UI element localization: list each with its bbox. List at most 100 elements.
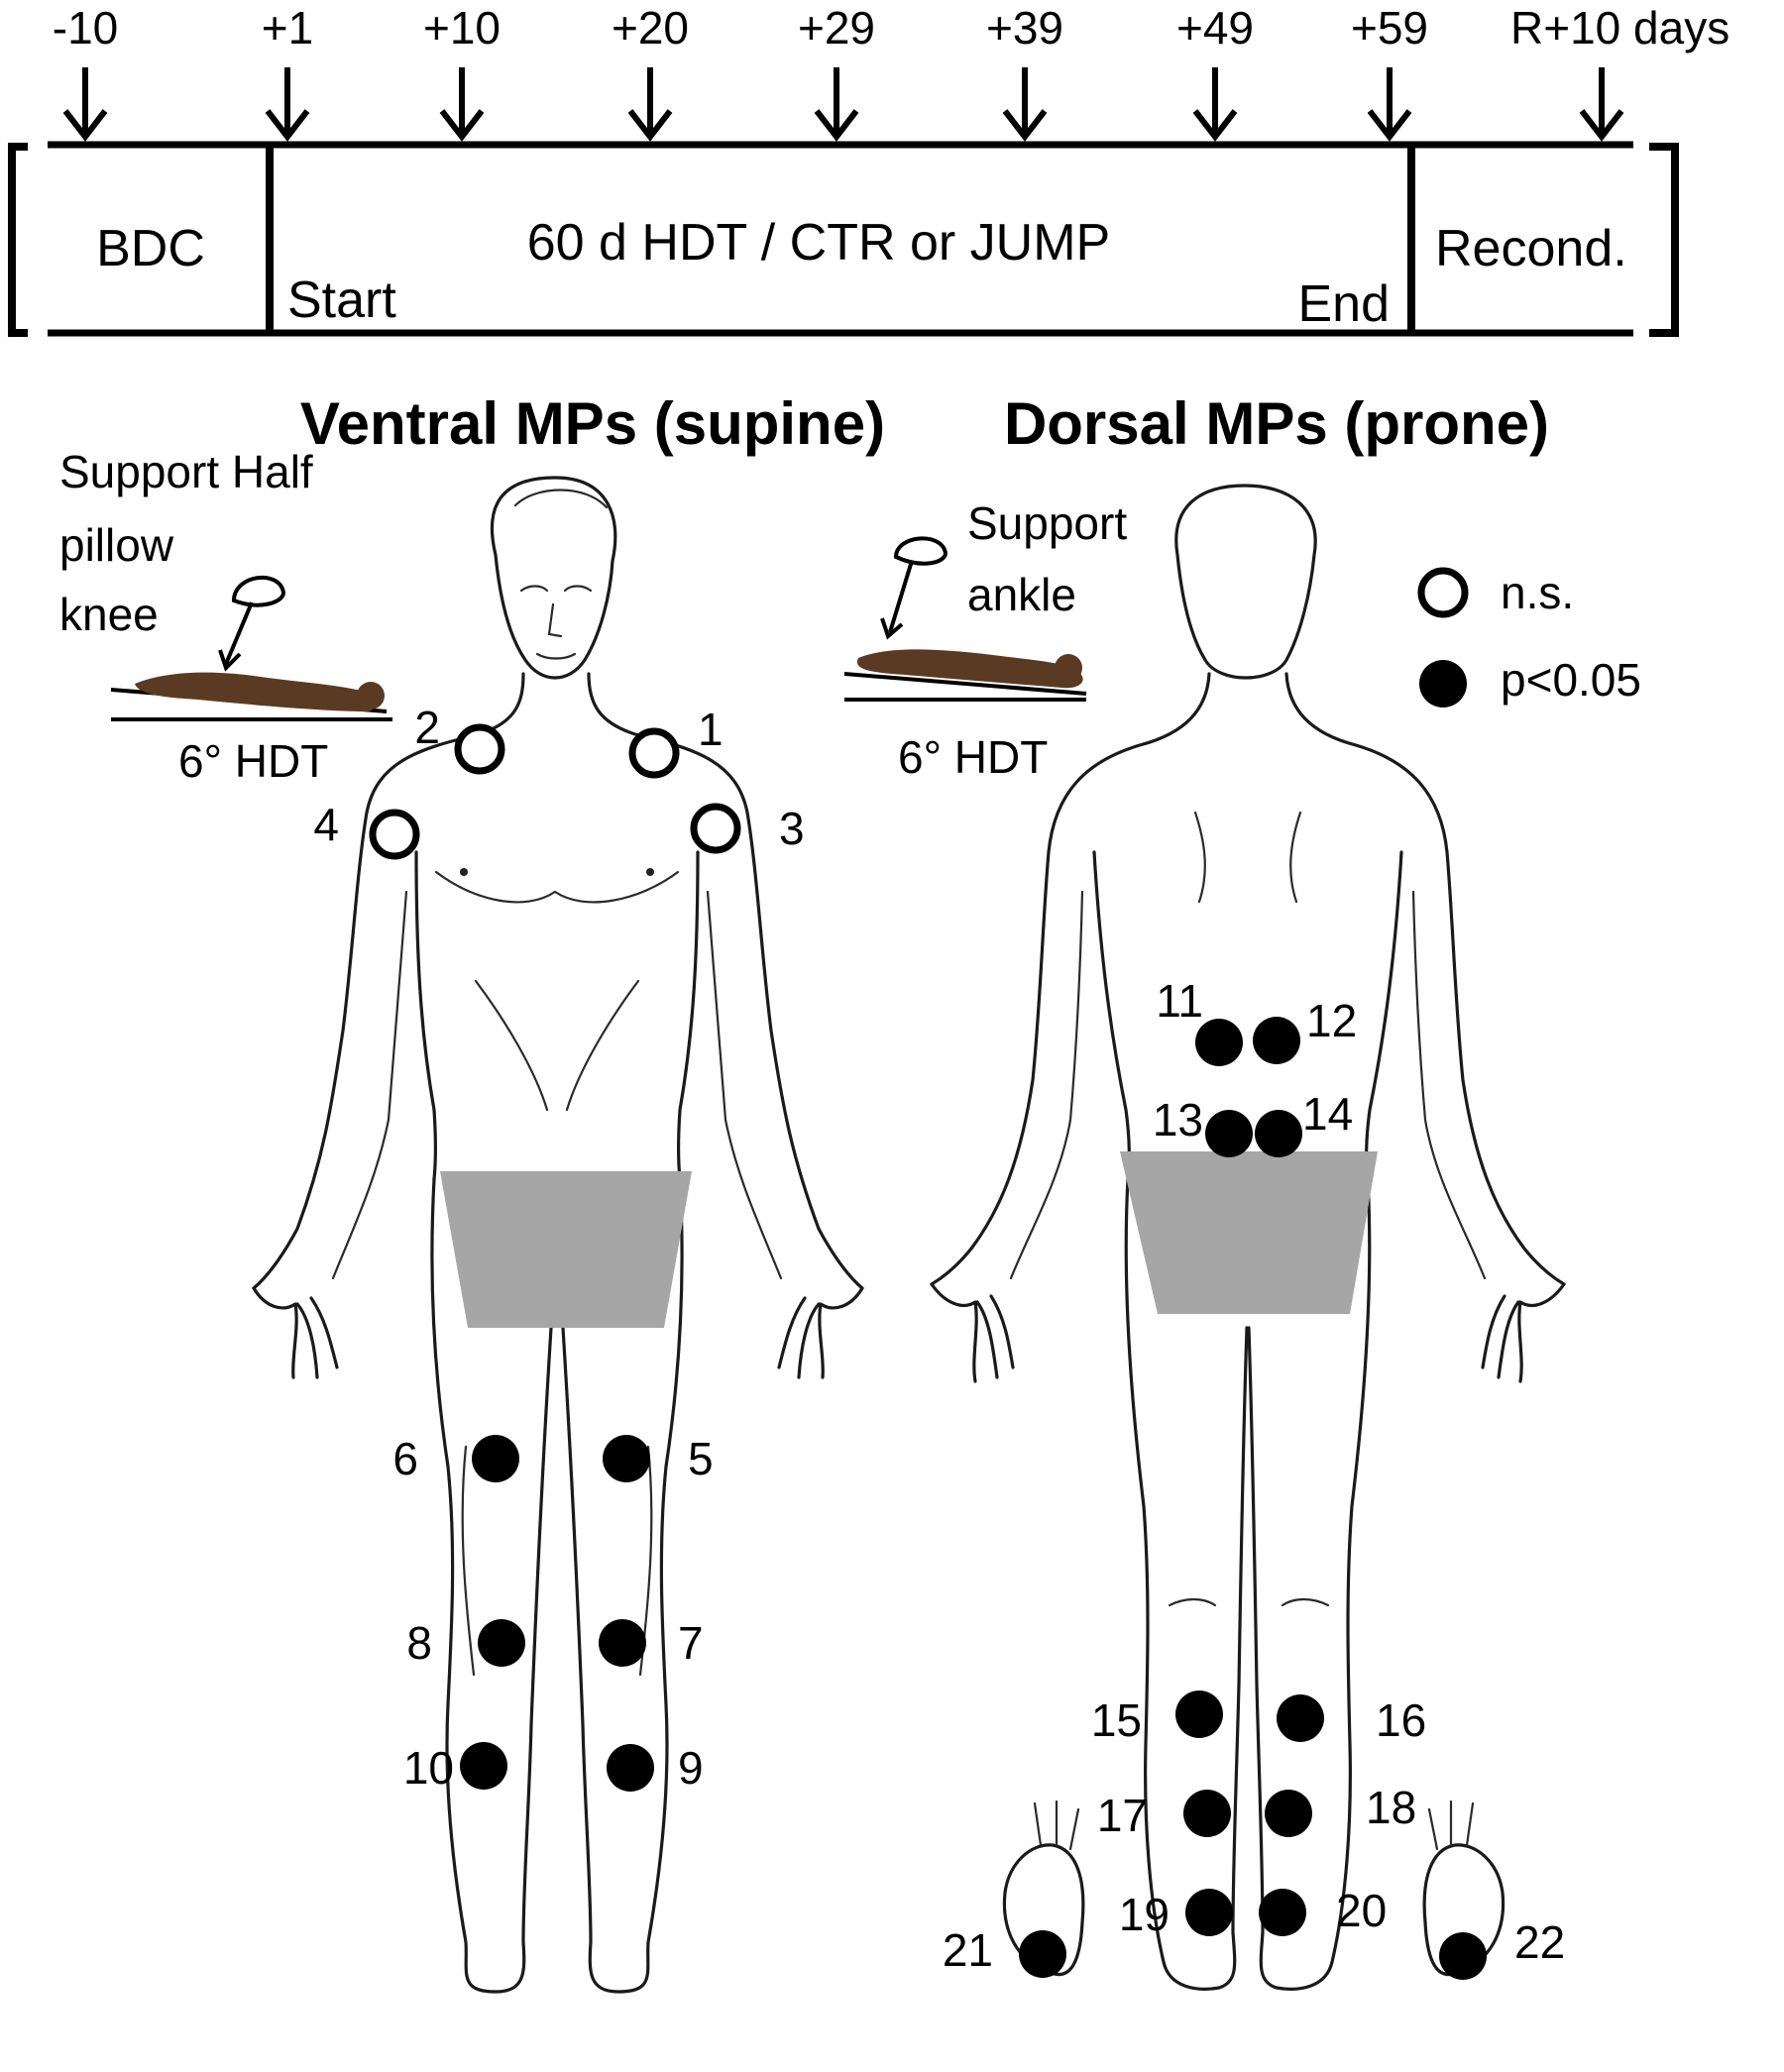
phase-hdt: 60 d HDT / CTR or JUMP [527, 214, 1110, 272]
supine-bed-icon [110, 672, 392, 721]
mp-label: 17 [1097, 1790, 1148, 1841]
timeline-arrow-head-icon [1002, 109, 1048, 142]
timeline-tick: +49 [1176, 2, 1254, 142]
mp-label: 16 [1376, 1694, 1426, 1746]
phase-recond: Recond. [1435, 220, 1627, 277]
mp-label: 1 [698, 704, 724, 755]
dorsal-angle-label: 6° HDT [898, 731, 1048, 783]
mp-filled-marker-icon [1439, 1932, 1487, 1980]
mp-label: 12 [1306, 995, 1357, 1046]
timeline-tick: +39 [986, 2, 1063, 142]
mp-open-marker-icon [369, 809, 420, 860]
timeline-arrow-head-icon [62, 109, 108, 142]
dorsal-title: Dorsal MPs (prone) [1004, 390, 1549, 457]
ventral-support-line-2: pillow [59, 519, 174, 571]
timeline-arrow-head-icon [265, 109, 310, 142]
measurement-point-14: 14 [1255, 1088, 1353, 1157]
mp-label: 19 [1119, 1889, 1170, 1940]
measurement-point-10: 10 [403, 1742, 507, 1794]
measurement-point-5: 5 [603, 1433, 714, 1484]
legend-sig-label: p<0.05 [1501, 654, 1641, 706]
mp-label: 20 [1336, 1885, 1387, 1936]
measurement-point-7: 7 [599, 1617, 704, 1669]
timeline-tick-label: R+10 days [1510, 2, 1729, 54]
measurement-point-12: 12 [1253, 995, 1357, 1064]
timeline: -10 +1 +10 +20 +29 +39 +49 +59 R+10 days BDC 60 … [8, 2, 1729, 337]
mp-label: 2 [414, 702, 440, 753]
mp-label: 13 [1153, 1094, 1203, 1145]
measurement-point-9: 9 [607, 1742, 704, 1794]
mp-label: 5 [688, 1433, 714, 1484]
timeline-tick: +29 [798, 2, 875, 142]
dorsal-body-outline [930, 484, 1566, 1991]
measurement-point-17: 17 [1097, 1790, 1231, 1841]
ventral-body-outline [252, 476, 864, 1994]
measurement-point-16: 16 [1277, 1694, 1426, 1746]
mp-filled-marker-icon [607, 1744, 654, 1792]
timeline-tick: R+10 days [1510, 2, 1729, 142]
measurement-point-21: 21 [943, 1924, 1066, 1978]
dorsal-support-line-1: Support [967, 497, 1127, 549]
measurement-point-4: 4 [313, 799, 420, 860]
phase-start-label: Start [287, 272, 396, 329]
measurement-point-11: 11 [1156, 975, 1243, 1066]
mp-label: 8 [406, 1617, 432, 1669]
phase-bdc: BDC [96, 220, 205, 277]
mp-filled-marker-icon [1205, 1110, 1253, 1157]
measurement-point-18: 18 [1265, 1782, 1416, 1837]
mp-filled-marker-icon [1259, 1889, 1306, 1936]
timeline-tick: +10 [423, 2, 501, 142]
measurement-point-8: 8 [406, 1617, 525, 1669]
prone-bed-icon [843, 649, 1087, 702]
timeline-tick-label: +29 [798, 2, 875, 54]
timeline-tick: -10 [53, 2, 118, 142]
timeline-tick-label: -10 [53, 2, 118, 54]
timeline-arrow-head-icon [1367, 109, 1412, 142]
timeline-tick: +20 [612, 2, 689, 142]
mp-filled-marker-icon [460, 1742, 507, 1790]
mp-label: 4 [313, 799, 339, 850]
mp-label: 3 [779, 803, 805, 854]
mp-label: 14 [1302, 1088, 1353, 1140]
timeline-right-bracket [1649, 143, 1679, 337]
mp-filled-marker-icon [1183, 1790, 1231, 1837]
timeline-arrow-head-icon [1192, 109, 1238, 142]
mp-label: 7 [678, 1617, 704, 1669]
timeline-arrow-head-icon [439, 109, 485, 142]
right-sole-sketch [1422, 1799, 1505, 1977]
timeline-arrow-head-icon [1579, 109, 1624, 142]
legend: n.s. p<0.05 [1417, 567, 1641, 708]
measurement-point-19: 19 [1119, 1889, 1233, 1940]
support-knee-icon [218, 575, 286, 672]
measurement-point-1: 1 [628, 704, 724, 779]
timeline-tick-label: +39 [986, 2, 1063, 54]
measurement-point-20: 20 [1259, 1885, 1387, 1936]
ventral-angle-label: 6° HDT [178, 735, 328, 787]
mp-label: 11 [1156, 975, 1203, 1027]
timeline-tick: +1 [262, 2, 313, 142]
left-sole-sketch [1002, 1799, 1085, 1977]
measurement-point-22: 22 [1439, 1916, 1565, 1980]
measurement-point-15: 15 [1091, 1690, 1223, 1746]
mp-label: 22 [1514, 1916, 1565, 1968]
mp-label: 18 [1366, 1782, 1416, 1833]
timeline-tick: +59 [1351, 2, 1428, 142]
measurement-point-2: 2 [414, 702, 505, 775]
mp-label: 6 [392, 1433, 418, 1484]
ventral-title: Ventral MPs (supine) [300, 390, 885, 457]
mp-filled-marker-icon [1175, 1690, 1223, 1738]
mp-filled-marker-icon [1195, 1019, 1243, 1066]
support-ankle-icon [880, 536, 948, 640]
ventral-support-line-3: knee [59, 589, 159, 640]
legend-open-marker-icon [1417, 567, 1469, 618]
mp-open-marker-icon [690, 803, 741, 854]
mp-filled-marker-icon [1255, 1110, 1302, 1157]
mp-label: 10 [403, 1742, 454, 1794]
measurement-point-3: 3 [690, 803, 805, 854]
mp-open-marker-icon [628, 727, 680, 779]
ventral-support-line-1: Support Half [59, 446, 313, 497]
legend-filled-marker-icon [1419, 660, 1467, 708]
timeline-tick-label: +20 [612, 2, 689, 54]
mp-open-marker-icon [454, 723, 505, 775]
